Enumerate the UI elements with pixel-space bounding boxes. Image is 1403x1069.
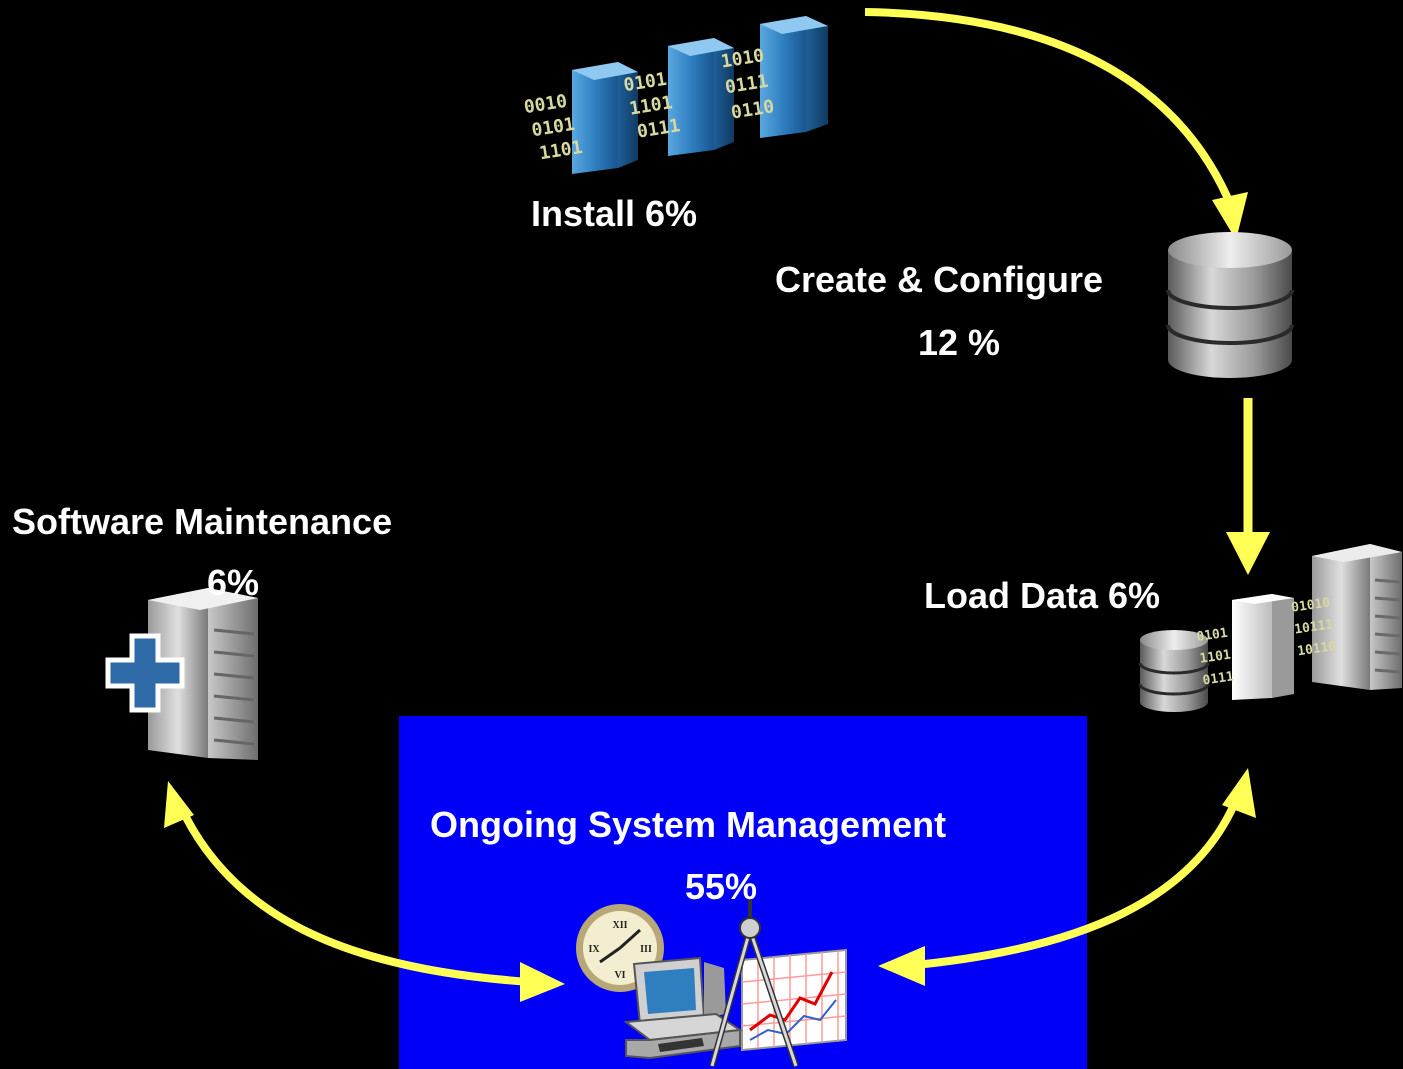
clock-numeral: IX	[588, 944, 600, 955]
plus-icon	[105, 633, 185, 713]
chart-card-icon	[741, 948, 847, 1052]
binary-digits: 0111	[1202, 669, 1235, 688]
clock-numeral: XII	[612, 920, 627, 931]
arrow-ongoing-maintenance	[164, 781, 565, 1002]
binary-digits: 01010	[1290, 595, 1331, 615]
server-plus-icon	[105, 588, 258, 760]
binary-columns-icon: 0010 0101 1101 0101 1101 0111 1010 0111 …	[522, 16, 828, 174]
system-management-icon: XII III VI IX	[576, 900, 847, 1067]
binary-digits: 10110	[1296, 639, 1337, 659]
binary-digits: 1101	[1199, 648, 1232, 667]
data-load-icon: 0101 1101 0111 01010 10111 10110	[1138, 544, 1402, 712]
arrow-load-ongoing	[878, 768, 1256, 986]
ongoing-management-label: Ongoing System Management	[430, 804, 947, 845]
compass-icon	[709, 900, 799, 1067]
clock-numeral: VI	[614, 970, 625, 981]
create-configure-label: Create & Configure	[775, 259, 1104, 300]
ongoing-management-percent: 55%	[685, 866, 758, 907]
binary-digits: 10111	[1293, 617, 1334, 637]
load-data-label: Load Data 6%	[924, 575, 1161, 616]
binary-digits: 0010	[522, 91, 568, 119]
arrow-install-to-create	[864, 8, 1248, 240]
software-maintenance-percent: 6%	[207, 562, 260, 603]
binary-digits: 0101	[1196, 626, 1229, 645]
computer-icon	[623, 956, 743, 1060]
clock-numeral: III	[640, 944, 652, 955]
create-configure-percent: 12 %	[918, 322, 1001, 363]
database-icon	[1166, 232, 1294, 378]
install-label: Install 6%	[531, 193, 698, 234]
binary-digits: 0101	[530, 114, 576, 142]
software-maintenance-label: Software Maintenance	[12, 501, 393, 542]
arrow-create-to-load	[1226, 398, 1270, 575]
